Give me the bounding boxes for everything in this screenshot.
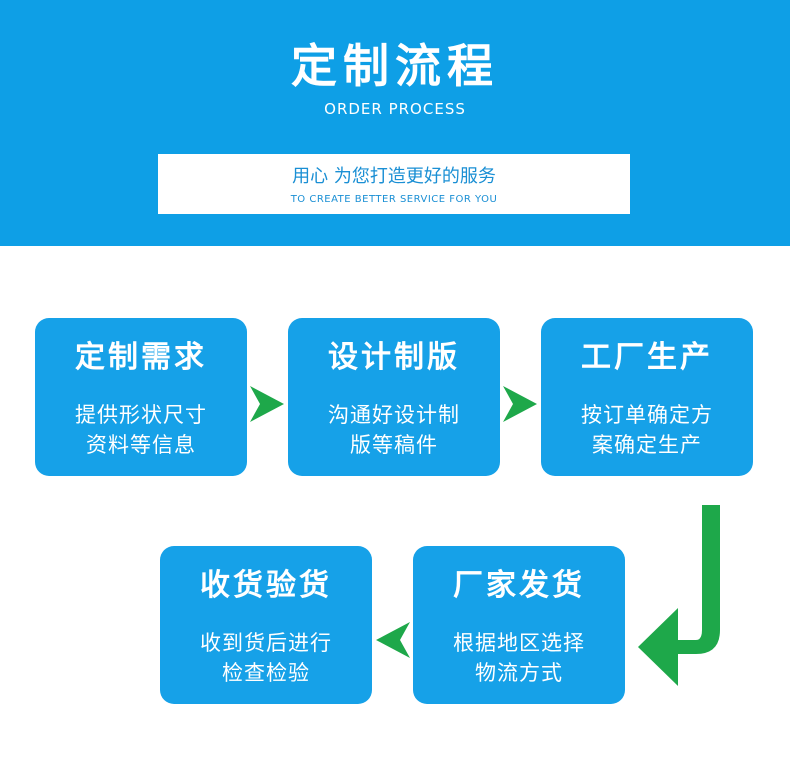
step-card-custom-demand: 定制需求 提供形状尺寸 资料等信息 <box>35 318 247 476</box>
curved-arrow-down-left-icon <box>638 505 720 686</box>
step-desc-line: 版等稿件 <box>350 433 438 457</box>
step-desc-line: 案确定生产 <box>592 433 702 457</box>
step-card-shipping: 厂家发货 根据地区选择 物流方式 <box>413 546 625 704</box>
step-desc-line: 根据地区选择 <box>453 631 585 655</box>
step-desc-line: 物流方式 <box>475 661 563 685</box>
step-description: 根据地区选择 物流方式 <box>413 628 625 688</box>
step-title: 定制需求 <box>75 340 207 375</box>
slogan-english: TO CREATE BETTER SERVICE FOR YOU <box>290 194 498 205</box>
slogan-box: 用心 为您打造更好的服务 TO CREATE BETTER SERVICE FO… <box>158 154 630 214</box>
page-title: 定制流程 <box>291 39 499 93</box>
step-desc-line: 沟通好设计制 <box>328 403 460 427</box>
step-card-production: 工厂生产 按订单确定方 案确定生产 <box>541 318 753 476</box>
step-desc-line: 按订单确定方 <box>581 403 713 427</box>
step-description: 提供形状尺寸 资料等信息 <box>35 400 247 460</box>
step-title: 收货验货 <box>200 568 332 603</box>
page-subtitle: ORDER PROCESS <box>324 100 466 118</box>
slogan-text: 用心 为您打造更好的服务 <box>292 166 496 187</box>
arrow-right-icon <box>250 386 284 422</box>
step-title: 厂家发货 <box>453 568 585 603</box>
step-title: 工厂生产 <box>581 340 713 375</box>
step-description: 沟通好设计制 版等稿件 <box>288 400 500 460</box>
header-banner: 定制流程 ORDER PROCESS 用心 为您打造更好的服务 TO CREAT… <box>0 0 790 246</box>
step-card-design: 设计制版 沟通好设计制 版等稿件 <box>288 318 500 476</box>
arrow-right-icon <box>503 386 537 422</box>
step-title: 设计制版 <box>328 340 460 375</box>
arrow-left-icon <box>376 622 410 658</box>
step-description: 收到货后进行 检查检验 <box>160 628 372 688</box>
step-desc-line: 资料等信息 <box>86 433 196 457</box>
step-card-inspection: 收货验货 收到货后进行 检查检验 <box>160 546 372 704</box>
step-desc-line: 收到货后进行 <box>200 631 332 655</box>
step-description: 按订单确定方 案确定生产 <box>541 400 753 460</box>
step-desc-line: 检查检验 <box>222 661 310 685</box>
step-desc-line: 提供形状尺寸 <box>75 403 207 427</box>
